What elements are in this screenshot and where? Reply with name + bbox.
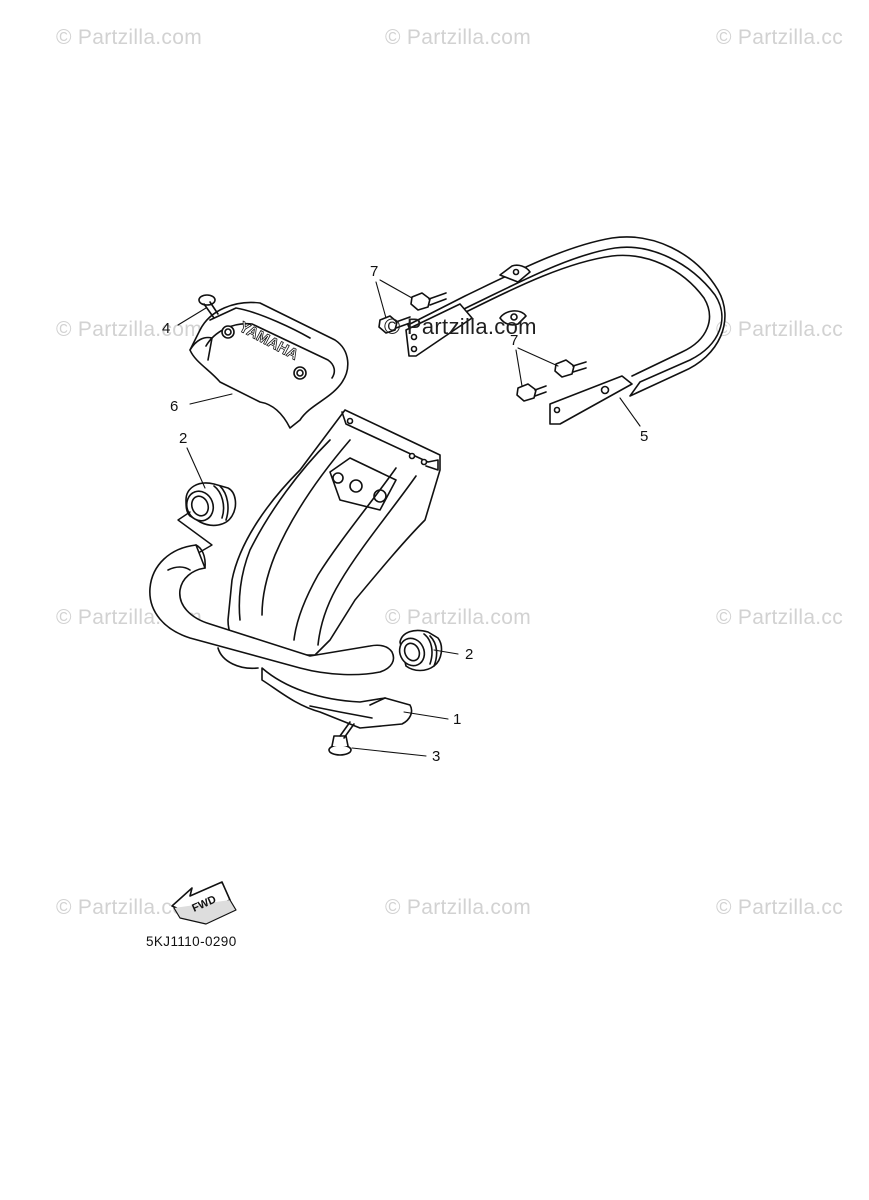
- watermark: © Partzilla.com: [385, 896, 532, 919]
- callout-numbers: 4 6 2 2 1 3 5 7 7: [162, 263, 648, 765]
- watermark: © Partzilla.com: [56, 896, 203, 919]
- watermark: © Partzilla.com: [56, 26, 203, 49]
- diagram-code: 5KJ1110-0290: [146, 934, 237, 949]
- fwd-arrow-icon: [171, 881, 237, 925]
- watermark: © Partzilla.com: [385, 606, 532, 629]
- callout-2: 2: [179, 430, 187, 447]
- callout-6: 5: [640, 428, 648, 445]
- part-flange-bolt: [328, 721, 355, 756]
- watermark: © Partzilla.cc: [716, 318, 844, 341]
- watermark: © Partzilla.cc: [716, 896, 844, 919]
- part-muffler: [149, 409, 441, 729]
- center-watermark: © Partzilla.com: [384, 314, 537, 339]
- callout-4: 6: [170, 398, 178, 415]
- watermark: © Partzilla.cc: [716, 606, 844, 629]
- part-screw: [198, 294, 219, 319]
- part-bolt-upper: [378, 292, 447, 334]
- part-heat-protector: [189, 301, 349, 429]
- callout-1: 1: [453, 711, 461, 728]
- watermark: © Partzilla.com: [385, 26, 532, 49]
- part-gasket-upper: [185, 482, 237, 527]
- watermark: © Partzilla.com: [56, 318, 203, 341]
- part-bolt-lower: [516, 359, 587, 402]
- callout-7: 7: [370, 263, 378, 280]
- leader-lines: [177, 279, 641, 757]
- part-guard-bar: [405, 236, 726, 425]
- watermark: © Partzilla.cc: [716, 26, 844, 49]
- pipe-break-line: [177, 511, 213, 553]
- part-gasket-lower: [398, 629, 443, 672]
- callout-7: 7: [510, 332, 518, 349]
- callout-3: 3: [432, 748, 440, 765]
- callout-5: 4: [162, 320, 170, 337]
- callout-2: 2: [465, 646, 473, 663]
